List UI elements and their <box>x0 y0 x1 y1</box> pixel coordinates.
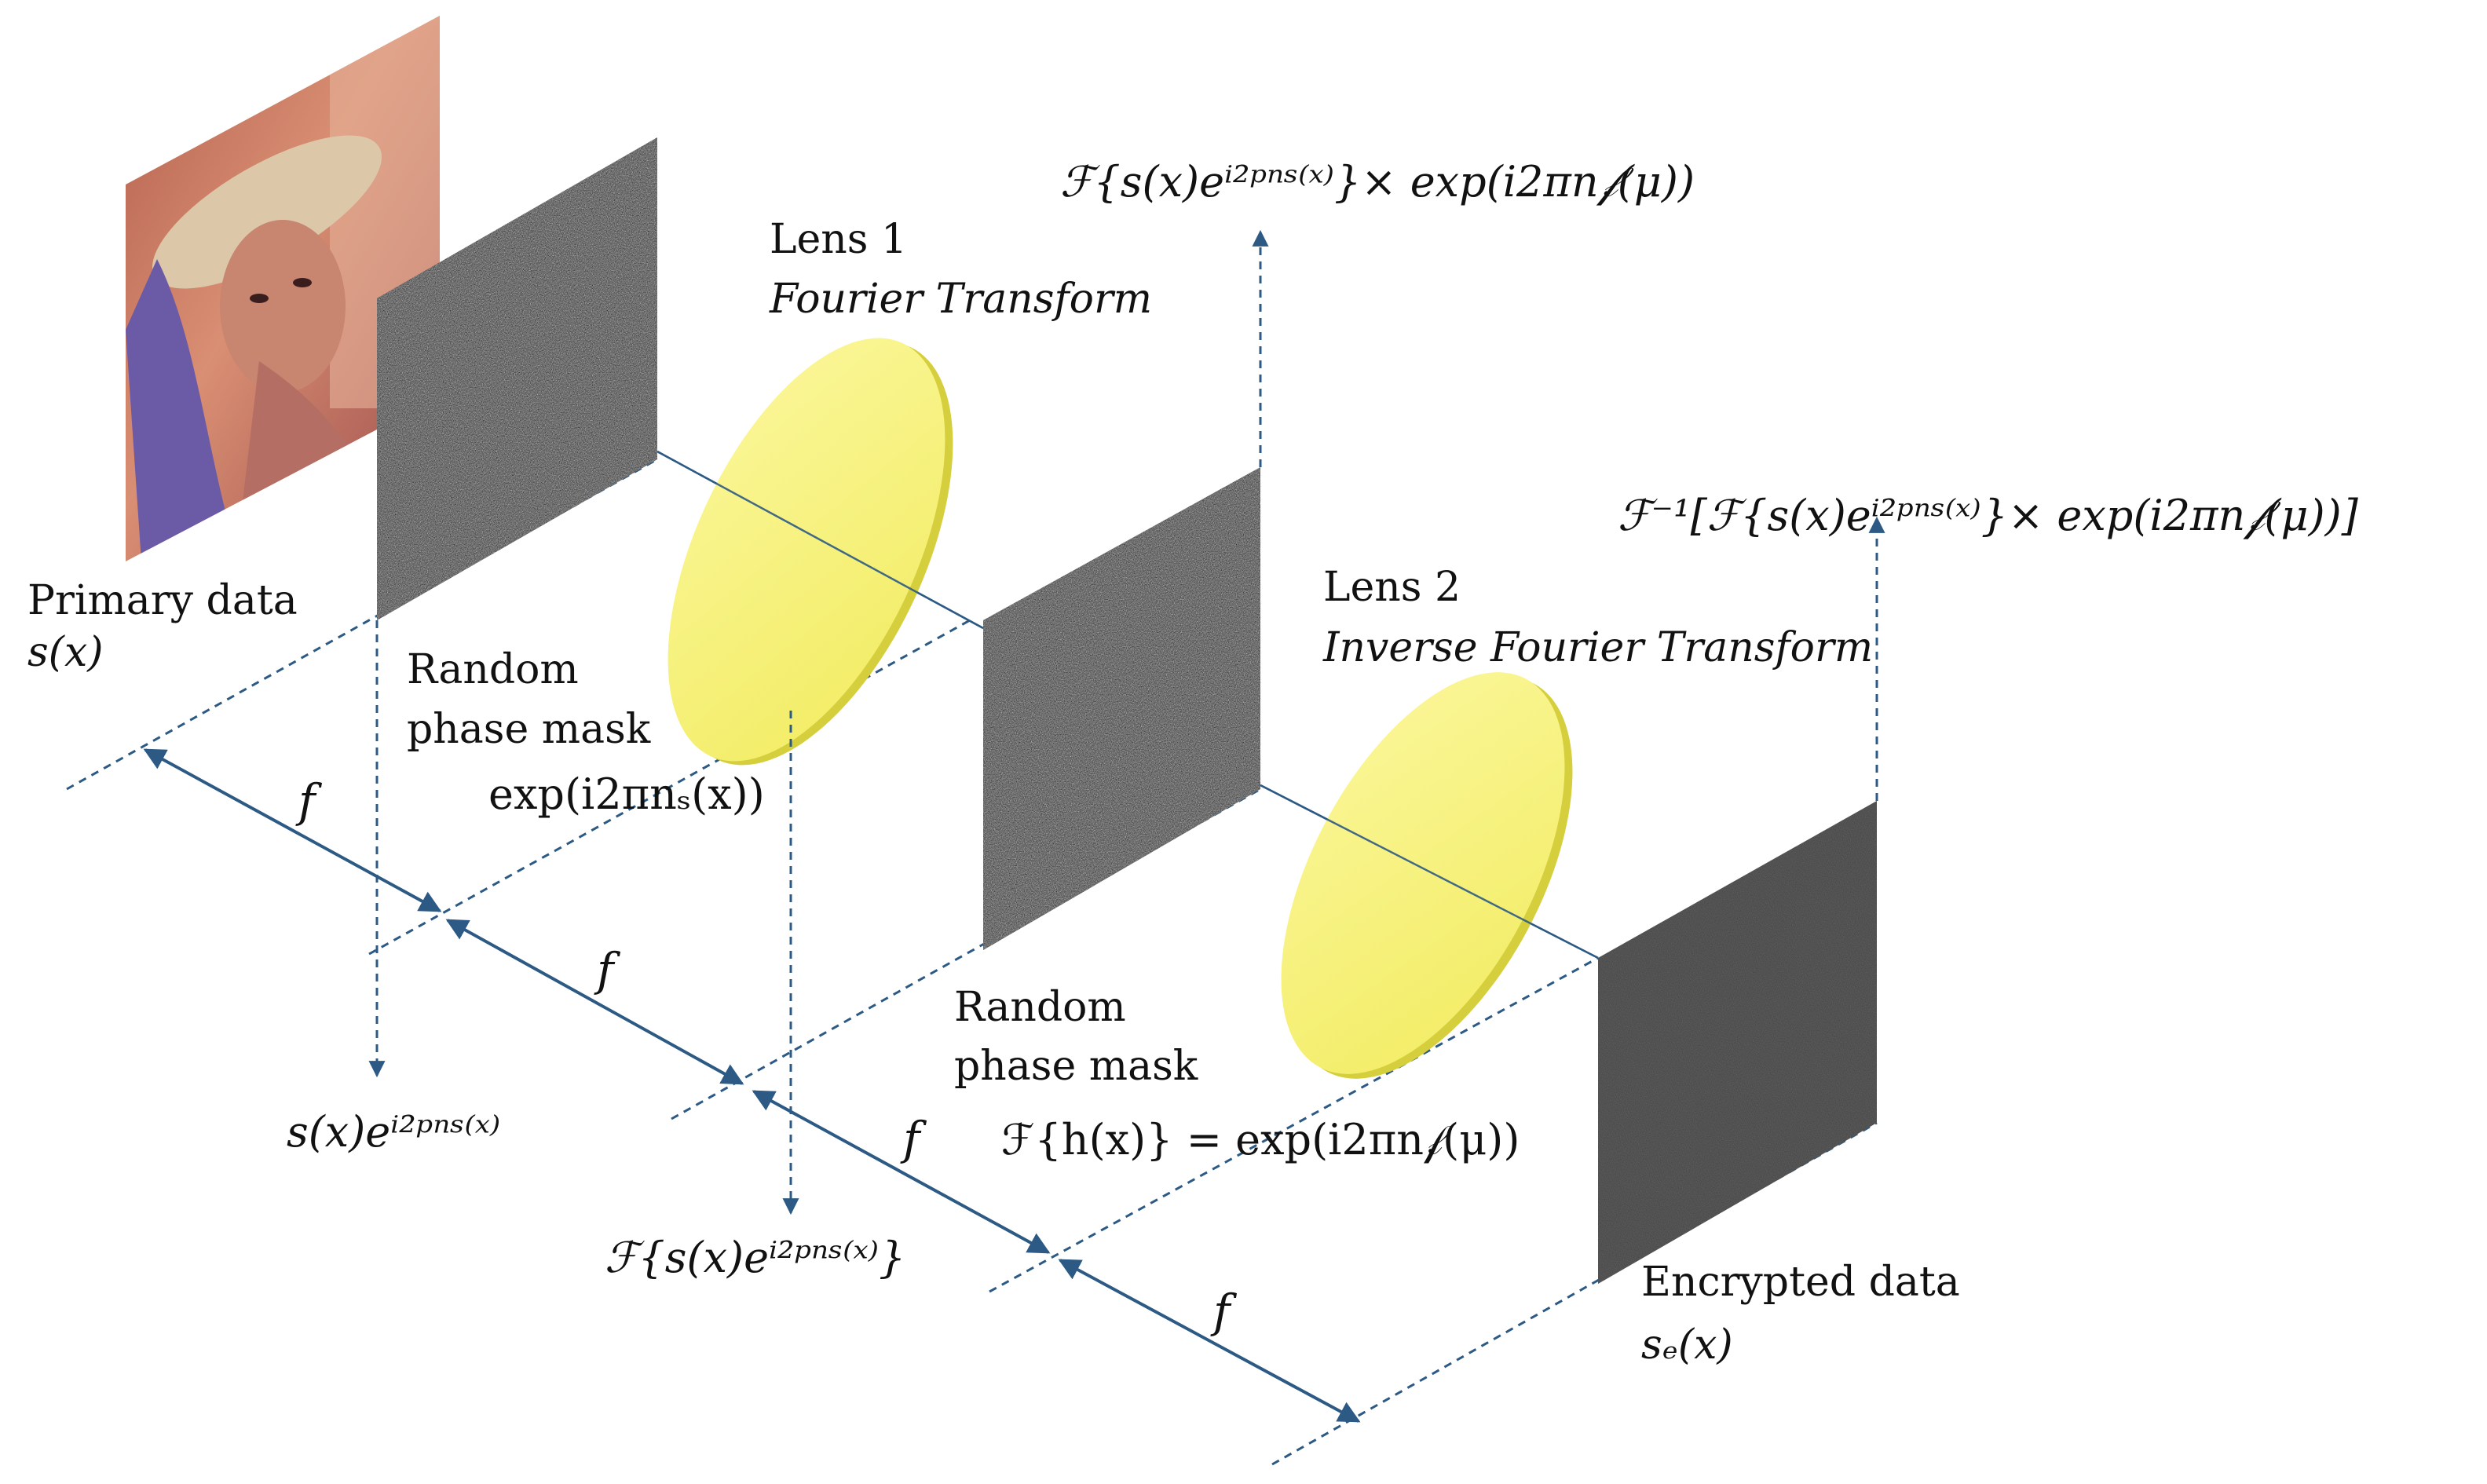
encrypted-data-symbol: sₑ(x) <box>1641 1321 1733 1369</box>
lens1-title: Lens 1 <box>770 216 907 263</box>
focal-arrow-3 <box>752 1090 1051 1254</box>
equation-after-mask1: s(x)eⁱ²ᵖⁿˢ⁽ˣ⁾ <box>287 1107 500 1157</box>
dashed-focal-guides <box>66 458 1878 1466</box>
guide-plane-3 <box>989 956 1599 1293</box>
random-phase-mask-2 <box>983 467 1260 950</box>
lens-1 <box>667 338 953 766</box>
mask1-label-line2: phase mask <box>407 706 651 753</box>
focal-label-1: f <box>295 774 323 828</box>
encrypted-data-label: Encrypted data <box>1641 1259 1960 1306</box>
guide-plane-4 <box>1271 1121 1878 1466</box>
mask1-formula: exp(i2πnₛ(x)) <box>488 769 765 819</box>
focal-distance-arrows <box>143 748 1361 1423</box>
face <box>220 220 346 393</box>
mask2-formula: ℱ{h(x)} = exp(i2πn𝒻(μ)) <box>1001 1115 1520 1164</box>
mask2-label-line2: phase mask <box>954 1043 1198 1090</box>
equation-output: ℱ⁻¹[ℱ{s(x)eⁱ²ᵖⁿˢ⁽ˣ⁾}× exp(i2πn𝒻(μ))] <box>1618 491 2359 540</box>
feather <box>126 259 236 561</box>
lens2-subtitle: Inverse Fourier Transform <box>1322 624 1873 671</box>
focal-arrow-4 <box>1058 1259 1361 1423</box>
primary-image <box>126 16 440 561</box>
focal-label-2: f <box>594 943 621 996</box>
focal-arrow-1 <box>143 748 442 912</box>
guide-plane-1 <box>368 619 971 956</box>
mask1-label-line1: Random <box>407 646 579 693</box>
focal-arrow-2 <box>445 919 744 1085</box>
focal-label-4: f <box>1210 1285 1238 1338</box>
lens2-title: Lens 2 <box>1323 564 1461 611</box>
focal-label-3: f <box>900 1112 927 1165</box>
mask2-label-line1: Random <box>954 984 1126 1031</box>
equation-after-lens1: ℱ{s(x)eⁱ²ᵖⁿˢ⁽ˣ⁾} <box>605 1233 905 1282</box>
lens-2 <box>1281 672 1573 1079</box>
equation-after-mask2: ℱ{s(x)eⁱ²ᵖⁿˢ⁽ˣ⁾}× exp(i2πn𝒻(μ)) <box>1060 157 1695 207</box>
primary-data-label: Primary data <box>27 577 298 624</box>
lens1-subtitle: Fourier Transform <box>769 276 1152 323</box>
encrypted-output-plane <box>1598 801 1877 1284</box>
primary-data-symbol: s(x) <box>27 629 104 676</box>
